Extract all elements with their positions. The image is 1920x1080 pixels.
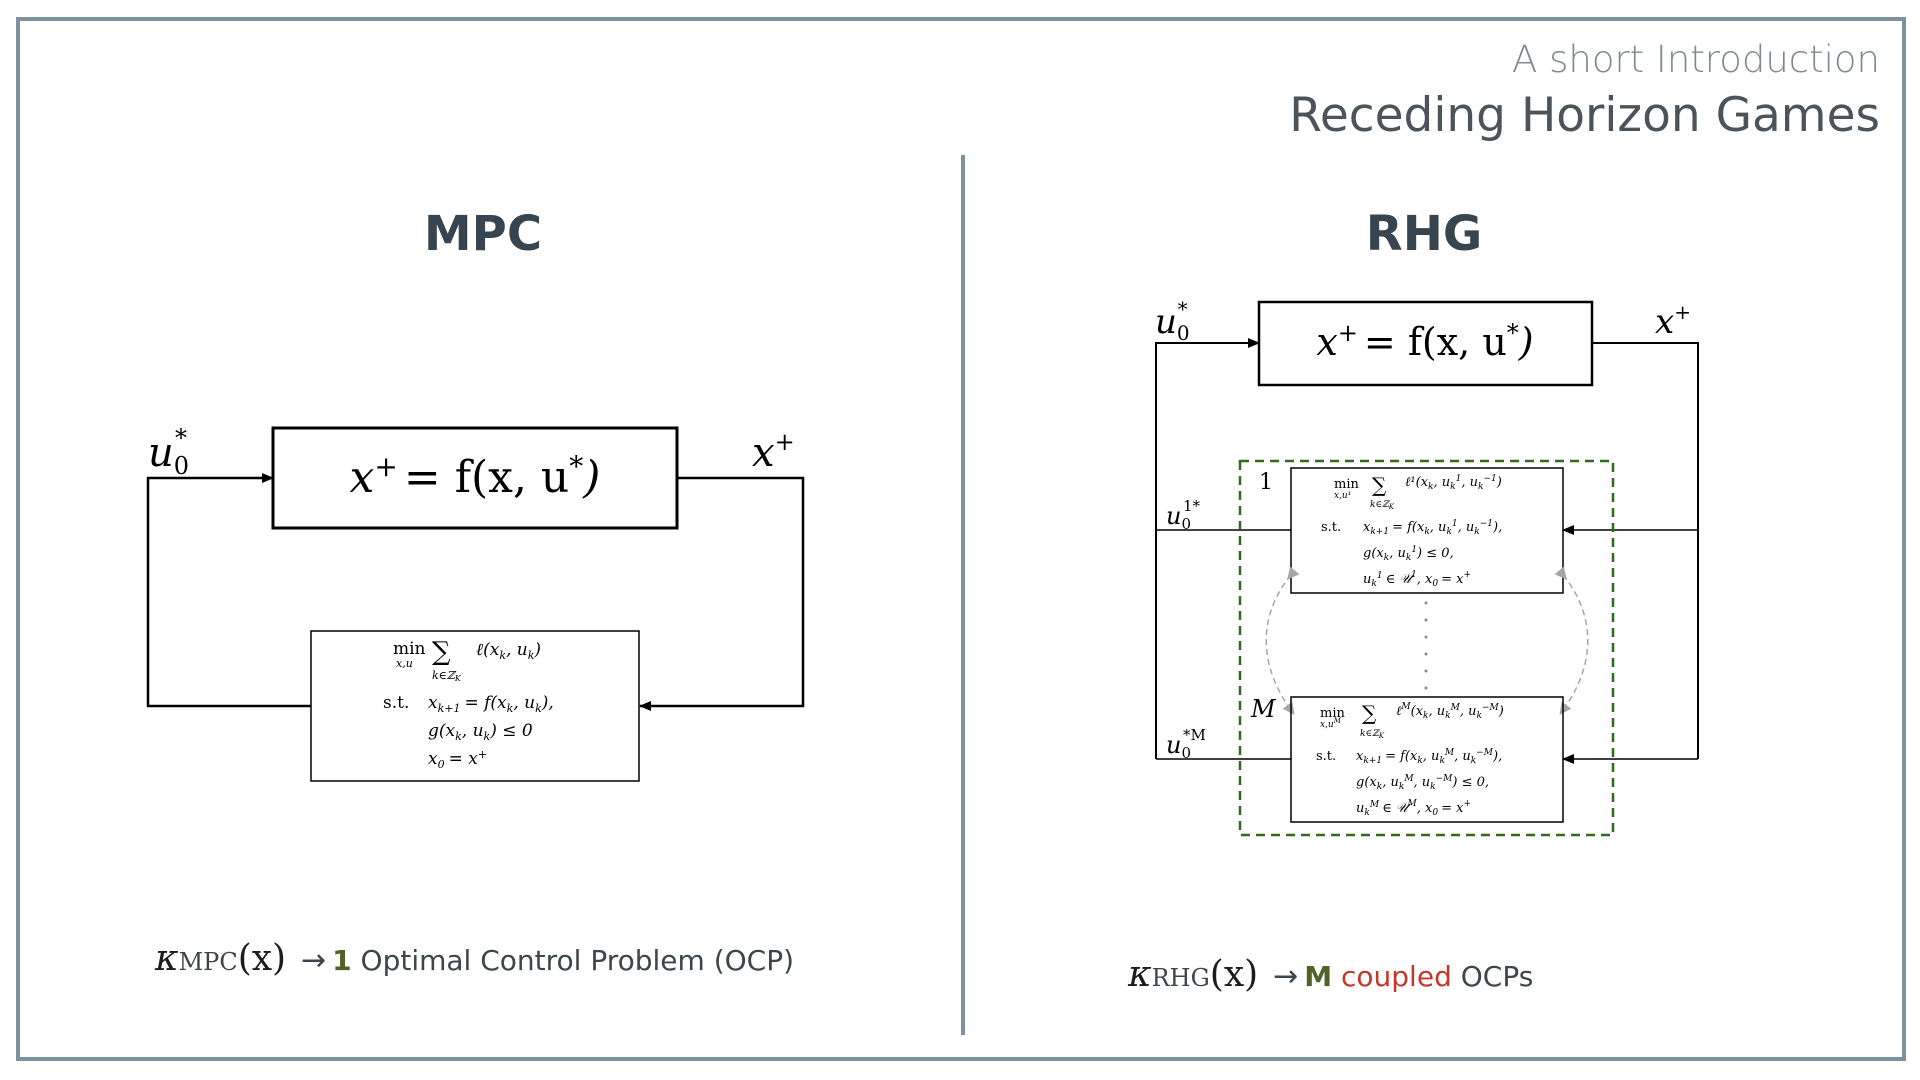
svg-text:uk1∈ 𝒰1, x0= x+: uk1∈ 𝒰1, x0= x+: [1363, 570, 1471, 589]
svg-text:ℓM(xk, ukM, uk−M): ℓM(xk, ukM, uk−M): [1396, 702, 1504, 721]
svg-text:s.t.: s.t.: [1321, 520, 1341, 535]
rhg-ellipsis-dots: [1424, 601, 1428, 690]
svg-text:ℓ¹(xk, uk1, uk−1): ℓ¹(xk, uk1, uk−1): [1405, 474, 1502, 492]
svg-text:∑: ∑: [1362, 701, 1377, 725]
svg-text:g(xk, ukM, uk−M) ≤ 0,: g(xk, ukM, uk−M) ≤ 0,: [1356, 774, 1489, 792]
rhg-caption: κRHG(x) →M coupled OCPs: [1128, 954, 1533, 995]
rhg-feedback-wire: [1155, 338, 1260, 759]
mpc-diagram: x+= f(x, u*) u0* x+ min x,u ∑ k∈ℤK ℓ(xk,…: [146, 424, 805, 782]
mpc-caption: κMPC(x) →1 Optimal Control Problem (OCP): [155, 938, 794, 979]
svg-text:x,u: x,u: [396, 657, 413, 670]
rhg-plant-equation: x+= f(x, u*): [1316, 319, 1533, 364]
mpc-kappa-symbol: κ: [155, 938, 179, 979]
svg-text:min: min: [1320, 706, 1345, 721]
rhg-input-label: u0*: [1155, 297, 1190, 345]
mpc-caption-text: Optimal Control Problem (OCP): [351, 944, 795, 977]
rhg-agent1-index: 1: [1259, 470, 1273, 495]
svg-text:min: min: [393, 639, 426, 659]
svg-text:ℓ(xk, uk): ℓ(xk, uk): [476, 640, 541, 662]
rhg-agentM-index: M: [1250, 695, 1277, 723]
column-divider: [961, 155, 965, 1035]
mpc-kappa-argument: (x): [237, 938, 287, 979]
rhg-caption-text: OCPs: [1451, 960, 1534, 993]
rhg-kappa-symbol: κ: [1128, 954, 1152, 995]
mpc-arrow: →: [301, 943, 327, 978]
svg-text:x0= x+: x0= x+: [428, 748, 487, 771]
rhg-coupled-word: coupled: [1341, 960, 1452, 993]
rhg-diagram: x+= f(x, u*) u0* x+ 1 M u01* u0*M min x,…: [1155, 297, 1699, 837]
svg-text:k∈ℤK: k∈ℤK: [432, 669, 462, 683]
rhg-agent1-input-label: u01*: [1166, 497, 1201, 533]
svg-text:k∈ℤK: k∈ℤK: [1370, 500, 1395, 511]
rhg-heading: RHG: [1365, 206, 1483, 262]
rhg-ocpM-formula: min x,uM ∑ k∈ℤK ℓM(xk, ukM, uk−M) s.t. x…: [1316, 701, 1504, 818]
mpc-kappa-subscript: MPC: [178, 948, 238, 976]
svg-text:min: min: [1334, 477, 1359, 492]
rhg-ocpM-box: [1290, 696, 1564, 823]
svg-text:∑: ∑: [432, 637, 451, 667]
mpc-input-label: u0*: [148, 424, 189, 480]
svg-text:ukM∈ 𝒰M, x0= x+: ukM∈ 𝒰M, x0= x+: [1356, 799, 1471, 818]
mpc-ocp-box: [310, 630, 640, 782]
mpc-ocp-count: 1: [332, 944, 352, 977]
slide-frame: [16, 17, 1906, 1061]
mpc-feedback-wire: [146, 473, 311, 708]
svg-text:∑: ∑: [1372, 473, 1387, 497]
rhg-game-box: [1238, 459, 1615, 837]
svg-text:g(xk, uk) ≤ 0: g(xk, uk) ≤ 0: [428, 721, 533, 743]
rhg-output-label: x+: [1655, 300, 1691, 342]
rhg-kappa-subscript: RHG: [1151, 964, 1210, 992]
rhg-agentM-input-label: u0*M: [1166, 726, 1206, 762]
svg-text:xk+1= f(xk, ukM, uk−M),: xk+1= f(xk, ukM, uk−M),: [1356, 748, 1502, 766]
rhg-ocp1-formula: min x,u¹ ∑ k∈ℤK ℓ¹(xk, uk1, uk−1) s.t. x…: [1321, 473, 1502, 589]
svg-text:s.t.: s.t.: [383, 693, 409, 713]
rhg-kappa-argument: (x): [1209, 954, 1259, 995]
rhg-coupling-arrow-left: [1265, 566, 1300, 715]
svg-text:xk+1= f(xk, uk1, uk−1),: xk+1= f(xk, uk1, uk−1),: [1363, 519, 1502, 537]
rhg-coupling-arrow-right: [1554, 566, 1589, 715]
rhg-ocp-count: M: [1304, 960, 1333, 993]
mpc-output-wire: [639, 476, 805, 711]
rhg-ocp1-box: [1290, 467, 1564, 594]
svg-text:x,u¹: x,u¹: [1334, 491, 1351, 501]
svg-text:xk+1= f(xk, uk),: xk+1= f(xk, uk),: [428, 693, 554, 715]
mpc-output-label: x+: [752, 428, 795, 476]
mpc-plant-equation: x+= f(x, u*): [350, 450, 601, 504]
rhg-arrow: →: [1273, 959, 1299, 994]
svg-text:g(xk, uk1) ≤ 0,: g(xk, uk1) ≤ 0,: [1363, 545, 1454, 563]
svg-text:x,uM: x,uM: [1320, 717, 1342, 730]
rhg-output-wire: [1592, 342, 1699, 759]
svg-text:k∈ℤK: k∈ℤK: [1360, 729, 1385, 740]
mpc-ocp-formula: min x,u ∑ k∈ℤK ℓ(xk, uk) s.t. xk+1= f(xk…: [383, 637, 554, 771]
slide-subtitle: A short Introduction: [1512, 38, 1880, 81]
mpc-heading: MPC: [423, 206, 543, 262]
svg-text:s.t.: s.t.: [1316, 749, 1336, 764]
slide-title: Receding Horizon Games: [1289, 88, 1880, 143]
